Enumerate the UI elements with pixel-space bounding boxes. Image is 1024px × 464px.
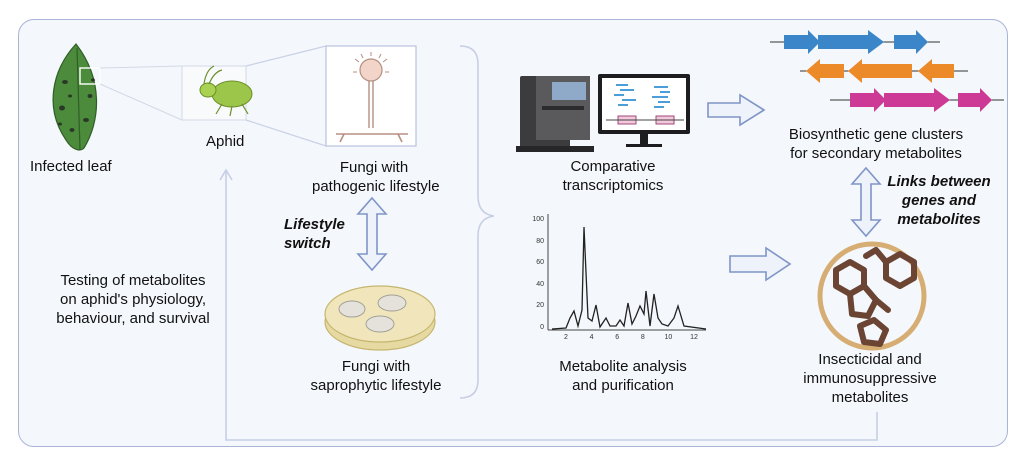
label-metabolite-analysis-line2: and purification [572, 377, 674, 394]
label-links-line2: genes and [901, 192, 977, 209]
label-bgc-line2: for secondary metabolites [790, 145, 962, 162]
chromatogram-y-tick: 100 [532, 216, 544, 223]
label-fungi-pathogenic: Fungi with pathogenic lifestyle [312, 158, 440, 196]
label-bgc-line1: Biosynthetic gene clusters [788, 126, 964, 143]
chromatogram-x-tick: 2 [564, 334, 568, 341]
chromatogram-x-tick: 6 [615, 334, 620, 341]
chromatogram-x-tick: 8 [640, 334, 645, 341]
label-aphid: Aphid [206, 133, 245, 150]
gene-cluster-icon [770, 30, 1004, 112]
label-infected-leaf: Infected leaf [30, 158, 112, 175]
chromatogram-x-tick: 4 [589, 334, 594, 341]
label-insecticidal-line3: metabolites [831, 389, 909, 406]
label-testing-metabolites: Testing of metabolites on aphid's physio… [40, 271, 226, 328]
label-insecticidal-line1: Insecticidal and [818, 351, 922, 368]
label-fungi-pathogenic-line2: pathogenic lifestyle [312, 178, 440, 195]
zoom-lines-fungus [245, 45, 327, 147]
label-comparative-line2: transcriptomics [562, 177, 664, 194]
label-testing-line2: on aphid's physiology, [59, 291, 206, 308]
chromatogram-x-tick: 12 [690, 334, 698, 341]
leaf-icon [52, 43, 101, 151]
grouping-brace [459, 45, 495, 399]
monitor-icon [598, 74, 690, 147]
arrow-to-gene-clusters [707, 93, 766, 127]
fungus-icon [325, 45, 417, 147]
chromatogram-y-tick: 0 [540, 324, 544, 331]
label-links-line1: Links between [887, 173, 991, 190]
chromatogram-y-tick: 80 [536, 237, 544, 245]
compound-icon [817, 241, 927, 351]
aphid-icon [199, 65, 253, 117]
label-metabolite-analysis: Metabolite analysis and purification [548, 357, 698, 395]
label-fungi-saprophytic: Fungi with saprophytic lifestyle [296, 357, 456, 395]
petri-dish-icon [324, 285, 436, 351]
label-metabolite-analysis-line1: Metabolite analysis [559, 358, 687, 375]
label-lifestyle-switch-line2: switch [284, 235, 331, 252]
links-double-arrow [850, 166, 882, 238]
label-testing-line3: behaviour, and survival [56, 310, 210, 327]
chromatogram-y-tick: 60 [536, 259, 544, 267]
label-fungi-saprophytic-line1: Fungi with [341, 358, 411, 375]
label-biosynthetic-gene-clusters: Biosynthetic gene clusters for secondary… [784, 125, 968, 163]
label-comparative-line1: Comparative [570, 158, 656, 175]
label-links-line3: metabolites [897, 211, 981, 228]
chromatogram-icon [547, 214, 707, 331]
label-comparative-transcriptomics: Comparative transcriptomics [548, 157, 678, 195]
arrow-to-metabolites [729, 246, 792, 282]
chromatogram-y-tick: 40 [536, 280, 544, 288]
lifestyle-switch-arrow [356, 196, 388, 272]
chromatogram-x-tick: 10 [664, 334, 673, 341]
label-links-genes-metabolites: Links between genes and metabolites [884, 172, 994, 229]
label-insecticidal-line2: immunosuppressive [803, 370, 937, 387]
label-insecticidal-metabolites: Insecticidal and immunosuppressive metab… [790, 350, 950, 407]
label-fungi-saprophytic-line2: saprophytic lifestyle [310, 377, 442, 394]
chromatogram-y-tick: 20 [536, 302, 544, 310]
label-lifestyle-switch-line1: Lifestyle [284, 216, 345, 233]
label-lifestyle-switch: Lifestyle switch [284, 215, 345, 253]
label-testing-line1: Testing of metabolites [60, 272, 206, 289]
feedback-loop-line [219, 168, 878, 441]
sequencer-icon [516, 76, 594, 152]
label-fungi-pathogenic-line1: Fungi with [339, 159, 409, 176]
